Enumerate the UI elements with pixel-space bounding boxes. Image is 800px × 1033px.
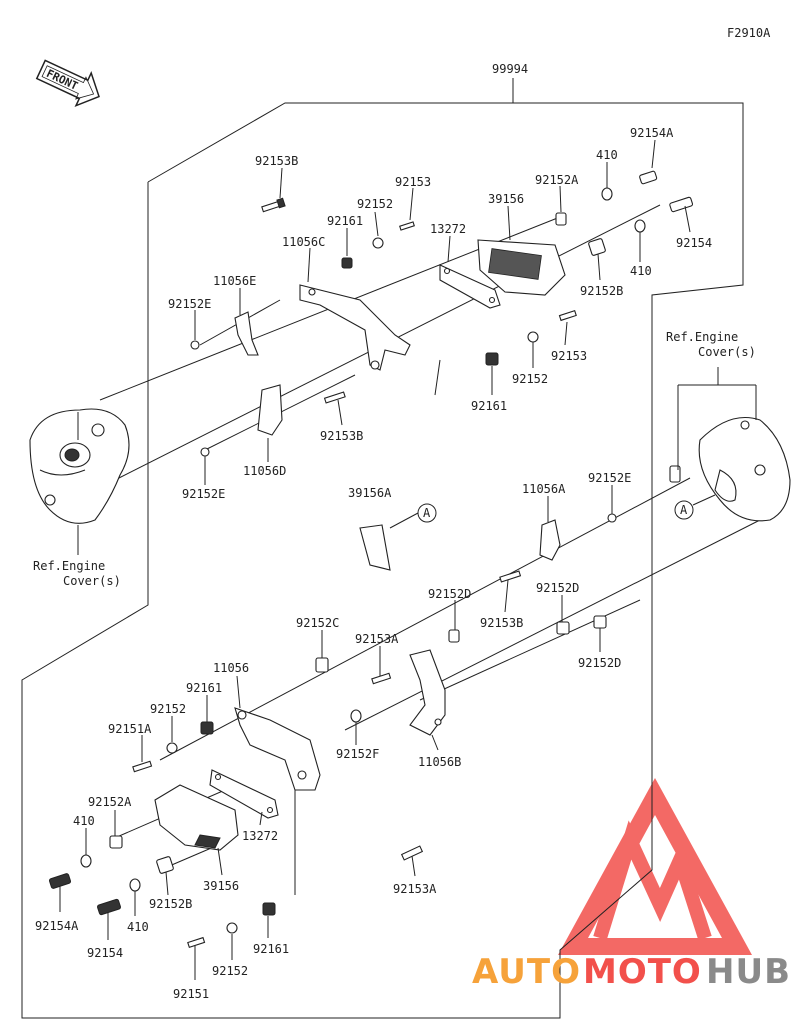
label-11056: 11056: [213, 661, 249, 675]
label-92152: 92152: [150, 702, 186, 716]
label-92152A: 92152A: [88, 795, 132, 809]
bracket-11056: [234, 707, 321, 791]
figure-code: F2910A: [727, 26, 771, 40]
watermark-hub: HUB: [706, 952, 791, 992]
watermark-logo: [558, 778, 752, 955]
plate-13272-lower: [209, 769, 279, 819]
label-92152D: 92152D: [578, 656, 621, 670]
label-92153B: 92153B: [255, 154, 298, 168]
leader-lines: [59, 139, 757, 980]
label-11056D: 11056D: [243, 464, 286, 478]
label-92152C: 92152C: [296, 616, 339, 630]
label-92153A: 92153A: [355, 632, 399, 646]
label-410: 410: [73, 814, 95, 828]
label-39156: 39156: [203, 879, 239, 893]
label-11056E: 11056E: [213, 274, 256, 288]
label-92152E: 92152E: [182, 487, 225, 501]
label-92152B: 92152B: [149, 897, 192, 911]
label-11056B: 11056B: [418, 755, 461, 769]
label-92152: 92152: [212, 964, 248, 978]
label-92152E: 92152E: [168, 297, 211, 311]
label-410: 410: [630, 264, 652, 278]
label-92152: 92152: [512, 372, 548, 386]
label-92161: 92161: [327, 214, 363, 228]
label-92151A: 92151A: [108, 722, 152, 736]
svg-text:A: A: [423, 506, 431, 520]
label-92152: 92152: [357, 197, 393, 211]
label-410: 410: [127, 920, 149, 934]
label-39156A: 39156A: [348, 486, 392, 500]
label-92152A: 92152A: [535, 173, 579, 187]
front-arrow-icon: FRONT: [35, 59, 100, 108]
label-92153: 92153: [551, 349, 587, 363]
label-92152B: 92152B: [580, 284, 623, 298]
watermark-auto: AUTO: [472, 952, 581, 992]
part-labels: F2910A 99994 92153B 92161 92152 92153 11…: [33, 26, 771, 1001]
label-92153B: 92153B: [480, 616, 523, 630]
slider-39156-upper: [477, 239, 566, 296]
ref-engine-label: Ref.Engine: [33, 559, 105, 573]
label-92161: 92161: [186, 681, 222, 695]
label-13272: 13272: [430, 222, 466, 236]
label-410: 410: [596, 148, 618, 162]
label-92153: 92153: [395, 175, 431, 189]
plate-13272-upper: [439, 264, 501, 309]
label-92154: 92154: [87, 946, 123, 960]
label-92151: 92151: [173, 987, 209, 1001]
upper-hardware: [190, 170, 694, 457]
upper-engine-cover: [29, 408, 130, 524]
label-39156A-piece: [359, 524, 391, 571]
label-92152D: 92152D: [536, 581, 579, 595]
label-39156: 39156: [488, 192, 524, 206]
bracket-11056D: [257, 384, 283, 436]
assembly-number: 99994: [492, 62, 528, 76]
label-92154: 92154: [676, 236, 712, 250]
watermark-moto: MOTO: [583, 952, 702, 992]
svg-text:A: A: [680, 503, 688, 517]
assembly-frame: [21, 78, 744, 1019]
label-13272: 13272: [242, 829, 278, 843]
label-92153B: 92153B: [320, 429, 363, 443]
bracket-11056A: [539, 519, 561, 561]
label-92161: 92161: [253, 942, 289, 956]
ref-engine-label: Ref.Engine: [666, 330, 738, 344]
label-11056A: 11056A: [522, 482, 566, 496]
slider-39156-lower: [154, 784, 239, 851]
bracket-11056E: [234, 311, 259, 356]
label-92152E: 92152E: [588, 471, 631, 485]
callout-a-right: A: [674, 494, 716, 520]
watermark-m-shape: [593, 820, 712, 941]
label-92152F: 92152F: [336, 747, 379, 761]
callout-a-left: A: [389, 503, 437, 529]
label-92153A: 92153A: [393, 882, 437, 896]
bracket-11056B: [409, 649, 446, 736]
label-11056C: 11056C: [282, 235, 325, 249]
ref-covers-label: Cover(s): [698, 345, 756, 359]
label-92154A: 92154A: [630, 126, 674, 140]
label-92152D: 92152D: [428, 587, 471, 601]
watermark-text: AUTO MOTO HUB: [472, 952, 791, 992]
label-92154A: 92154A: [35, 919, 79, 933]
ref-covers-label: Cover(s): [63, 574, 121, 588]
label-92161: 92161: [471, 399, 507, 413]
lower-engine-cover: [669, 416, 791, 522]
bracket-11056C: [299, 284, 411, 371]
